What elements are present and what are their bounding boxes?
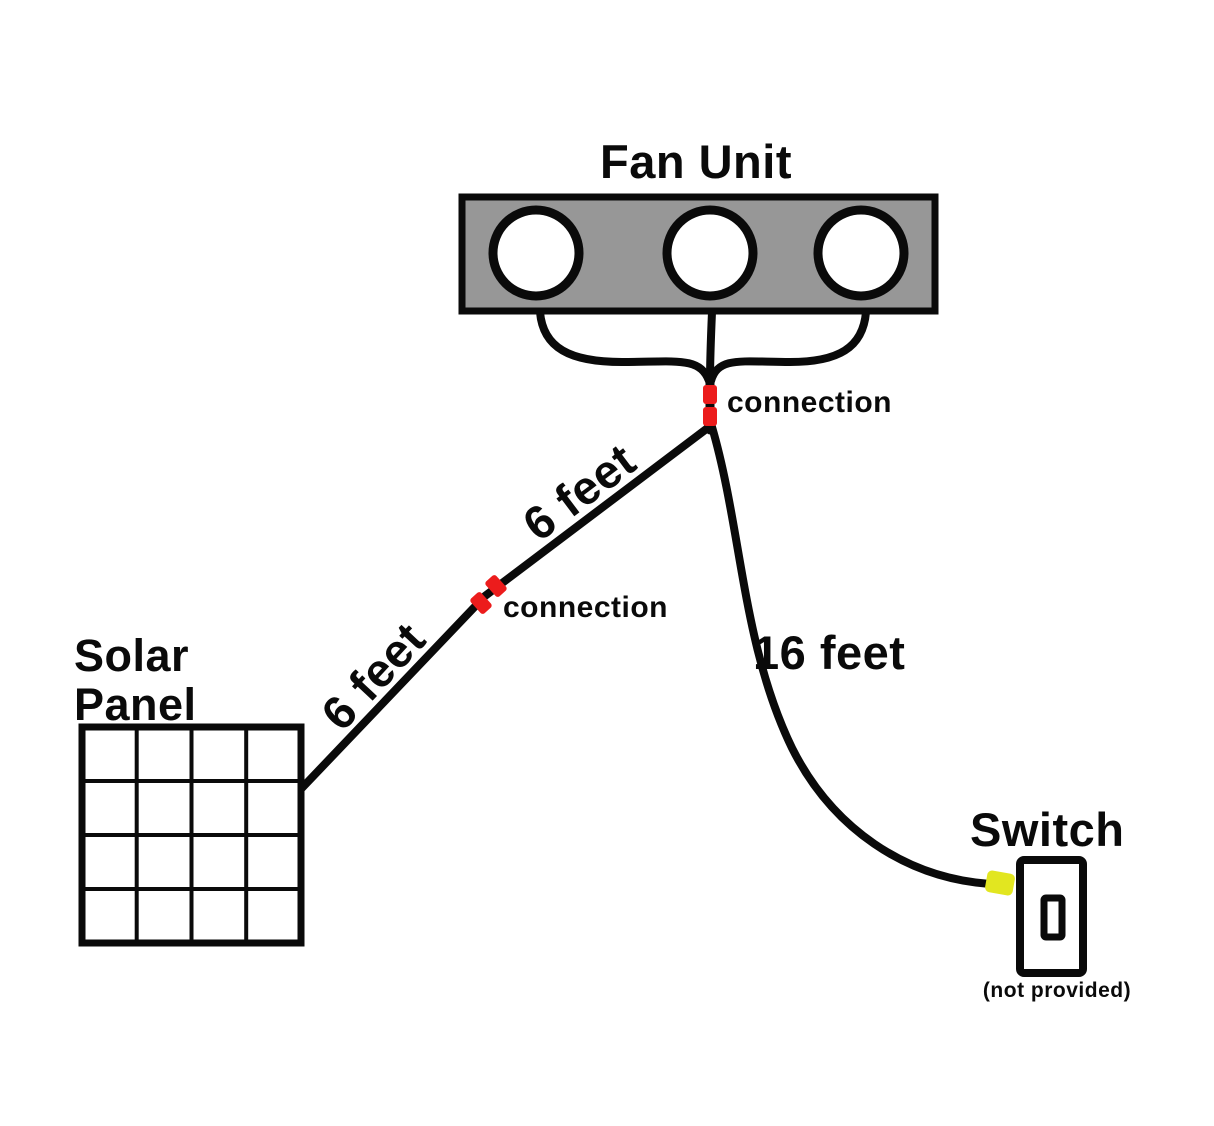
panel-connection-marks (470, 575, 507, 614)
fan-circle-middle-icon (662, 205, 758, 301)
fan-circle-right-icon (813, 205, 909, 301)
fan-connection-marks (703, 385, 717, 426)
panel-connection-mark-upper (485, 575, 507, 597)
fan-connection-mark-top (703, 385, 717, 404)
solar-panel-title-line2: Panel (74, 679, 197, 730)
switch-note: (not provided) (982, 979, 1132, 1002)
fan-wire-right (707, 308, 870, 385)
panel-connection-label: connection (503, 591, 669, 624)
switch-cable-length-label: 16 feet (753, 626, 906, 679)
panel-connection-mark-lower (470, 592, 492, 614)
switch-toggle (1040, 894, 1066, 941)
switch-connector-icon (985, 870, 1015, 896)
solar-panel-grid-lines (82, 727, 301, 943)
fan-wire-left (536, 308, 713, 385)
switch-cable (708, 423, 994, 888)
fan-connection-mark-bottom (703, 407, 717, 426)
solar-panel-cable (297, 423, 713, 793)
fan-circle-left-icon (488, 205, 584, 301)
switch-title: Switch (970, 803, 1125, 856)
fan-unit-title: Fan Unit (600, 135, 792, 188)
fan-connection-label: connection (727, 386, 893, 419)
solar-panel-grid (78, 723, 305, 947)
solar-panel-title-line1: Solar (74, 630, 190, 681)
